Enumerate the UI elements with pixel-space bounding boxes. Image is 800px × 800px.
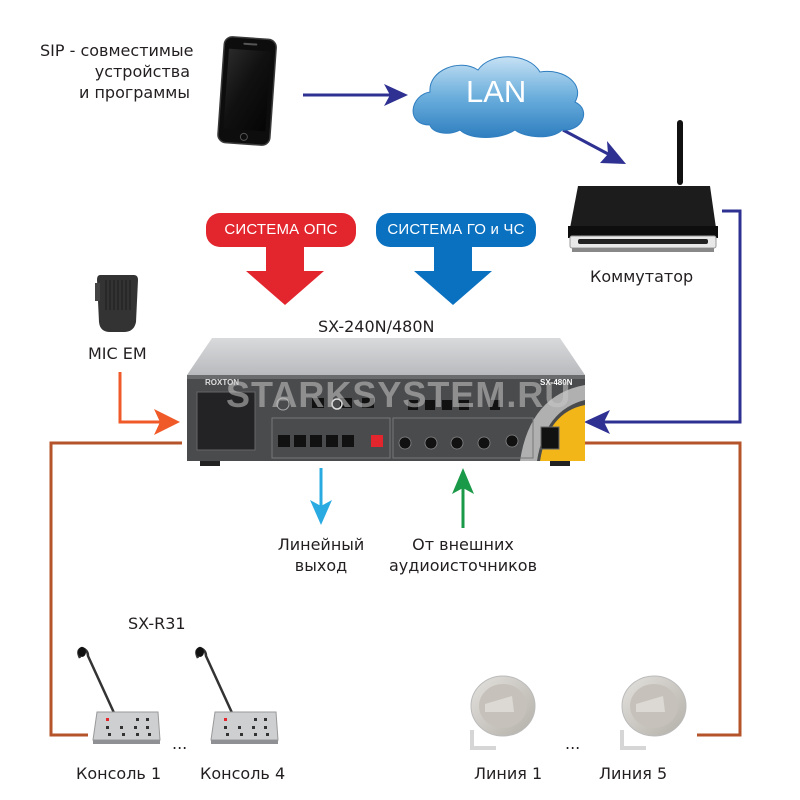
sip-devices-label: SIP - совместимые устройства и программы (40, 40, 194, 103)
arrow-mic-to-amplifier (118, 372, 180, 435)
arrow-external-audio (452, 468, 474, 528)
amplifier-brand: ROXTON (205, 378, 240, 387)
line-1-label: Линия 1 (474, 764, 543, 783)
external-audio-label-line-1: От внешних (412, 535, 514, 554)
line-out-label-line-1: Линейный (277, 535, 365, 554)
go-chs-system-badge: СИСТЕМА ГО и ЧС (376, 213, 536, 247)
amplifier-front-model: SX-480N (540, 378, 573, 387)
horn-speaker-1-icon (470, 675, 536, 750)
sip-label-line-1: SIP - совместимые (40, 41, 194, 60)
amplifier-icon (187, 338, 585, 466)
amplifier-model-label: SX-240N/480N (318, 317, 435, 336)
line-out-label-line-2: выход (294, 556, 348, 575)
arrow-sip-to-lan (303, 84, 408, 106)
console-4-label: Консоль 4 (200, 764, 286, 783)
wire-amplifier-to-lines (583, 441, 742, 737)
wire-consoles-to-amplifier (49, 441, 182, 737)
console-model-label: SX-R31 (128, 614, 186, 633)
lines-ellipsis: ... (565, 734, 581, 753)
sip-label-line-3: и программы (78, 83, 190, 102)
console-1-label: Консоль 1 (76, 764, 162, 783)
arrow-lan-to-router (562, 128, 626, 164)
lan-label: LAN (466, 74, 527, 109)
router-icon (568, 120, 718, 252)
handheld-microphone-icon (95, 275, 138, 332)
ops-system-badge: СИСТЕМА ОПС (206, 213, 356, 247)
arrow-ops-system (246, 243, 324, 305)
arrow-router-to-amplifier (584, 209, 742, 434)
cloud-icon (412, 56, 585, 138)
smartphone-icon (217, 36, 277, 146)
router-label: Коммутатор (590, 267, 694, 286)
console-1-icon (77, 646, 161, 744)
line-5-label: Линия 5 (599, 764, 668, 783)
console-ellipsis: ... (172, 734, 188, 753)
arrow-line-out (310, 468, 332, 525)
external-audio-label-line-2: аудиоисточников (388, 556, 538, 575)
arrow-go-chs-system (414, 243, 492, 305)
watermark: STARKSYSTEM.RU (226, 374, 572, 415)
mic-label: MIC EM (88, 344, 147, 363)
horn-speaker-5-icon (620, 675, 687, 750)
console-4-icon (195, 646, 279, 744)
external-audio-label: От внешних аудиоисточников (388, 534, 538, 576)
sip-label-line-2: устройства (94, 62, 190, 81)
line-out-label: Линейный выход (268, 534, 374, 576)
